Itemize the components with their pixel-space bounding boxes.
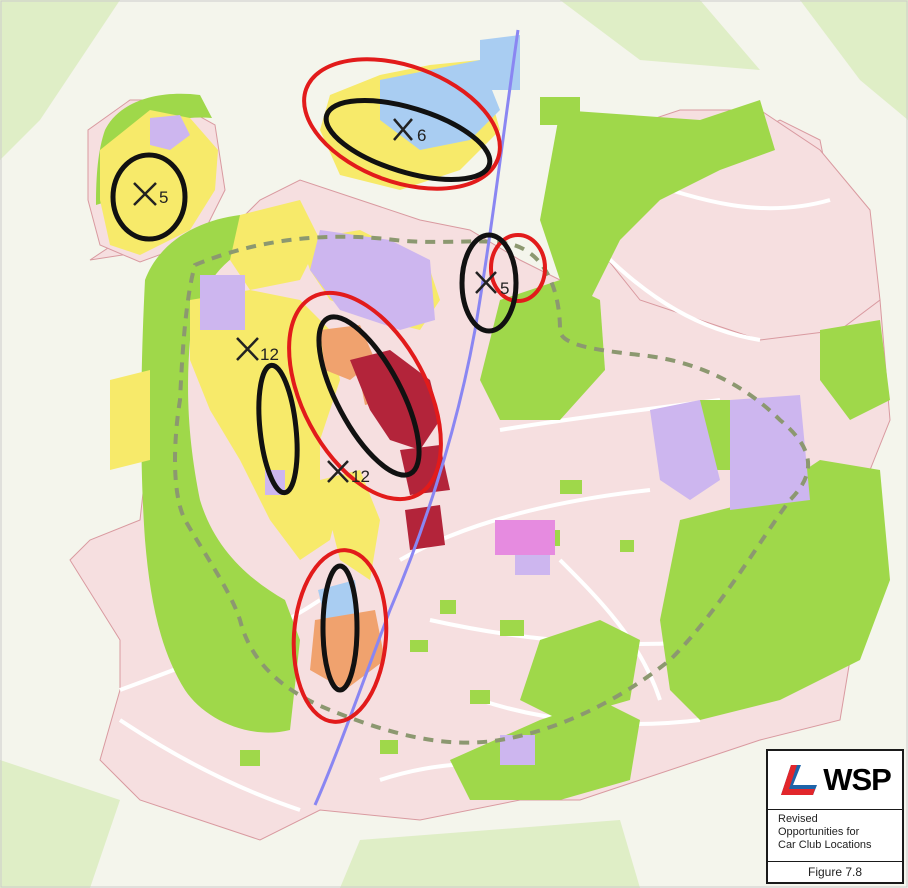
legend-title-line: Opportunities for — [778, 826, 860, 838]
marker-northwest: 5 — [133, 182, 168, 207]
legend-box: WSP Revised Opportunities for Car Club L… — [766, 749, 904, 884]
marker-north-label: 6 — [417, 126, 426, 145]
black-rings — [110, 98, 519, 693]
legend-title-line: Car Club Locations — [778, 839, 872, 851]
black-ring-west — [256, 362, 300, 496]
marker-west-upper: 12 — [236, 337, 279, 364]
marker-central-cross — [327, 460, 349, 483]
figure-number-box: Figure 7.8 — [768, 861, 902, 882]
red-ring-north — [302, 57, 502, 191]
legend-title: Revised Opportunities for Car Club Locat… — [778, 813, 898, 852]
magenta-site — [495, 520, 555, 555]
marker-north: 6 — [393, 118, 426, 145]
legend-title-line: Revised — [778, 813, 818, 825]
marker-west-upper-label: 12 — [260, 345, 279, 364]
black-ring-north — [323, 98, 493, 182]
wsp-logo-mark-icon — [781, 765, 818, 795]
marker-east-label: 5 — [500, 279, 509, 298]
black-ring-east — [459, 232, 519, 334]
black-ring-centre — [316, 314, 422, 478]
marker-east: 5 — [475, 271, 509, 298]
education-sites — [150, 115, 810, 765]
red-rings — [287, 57, 547, 724]
red-ring-east — [489, 233, 547, 303]
marker-central: 12 — [327, 460, 370, 486]
marker-northwest-cross — [133, 182, 157, 206]
wsp-logo: WSP — [768, 751, 902, 810]
black-ring-south — [320, 563, 360, 693]
wsp-logo-text: WSP — [823, 762, 892, 797]
black-ring-northwest — [110, 152, 188, 242]
red-ring-centre — [287, 290, 443, 502]
marker-northwest-label: 5 — [159, 188, 168, 207]
boundary-dashed-line — [173, 234, 810, 745]
car-club-markers: 6 5 5 12 12 — [133, 118, 509, 486]
marker-east-cross — [475, 271, 497, 294]
marker-north-cross — [393, 118, 413, 141]
marker-central-label: 12 — [351, 467, 370, 486]
red-ring-south — [291, 548, 389, 724]
figure-label: Figure 7.8 — [807, 865, 863, 879]
railway-line — [313, 29, 520, 806]
marker-west-upper-cross — [236, 337, 259, 361]
